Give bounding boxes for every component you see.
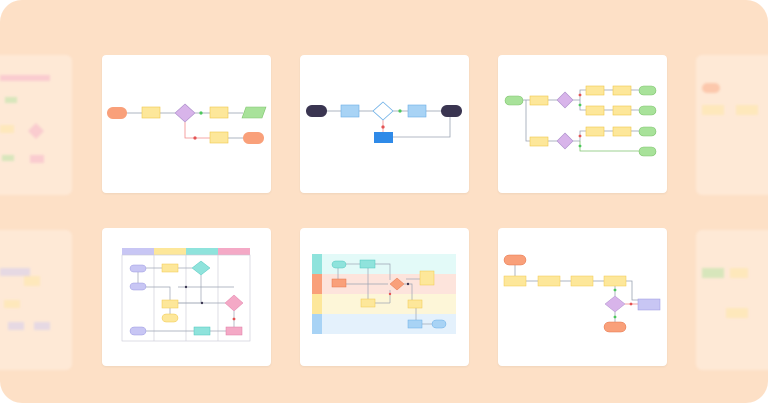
flowchart-branching-tree xyxy=(504,85,657,157)
template-card-decision-flow[interactable] xyxy=(300,55,469,193)
flowchart-horizontal-swimlane xyxy=(312,254,456,334)
flowchart-vertical-swimlane xyxy=(121,248,251,342)
flowchart-decision-flow xyxy=(306,101,462,143)
ghost-card-right-top xyxy=(696,55,768,195)
template-card-process-loop[interactable] xyxy=(498,228,667,366)
template-card-linear-flow[interactable] xyxy=(102,55,271,193)
ghost-card-left-bottom xyxy=(0,230,72,370)
ghost-card-left-top xyxy=(0,55,72,195)
ghost-card-right-bottom xyxy=(696,230,768,370)
flowchart-process-loop xyxy=(503,254,661,333)
template-card-horizontal-swimlane[interactable] xyxy=(300,228,469,366)
template-card-vertical-swimlane[interactable] xyxy=(102,228,271,366)
template-card-branching-tree[interactable] xyxy=(498,55,667,193)
flowchart-linear-flow xyxy=(107,103,267,144)
